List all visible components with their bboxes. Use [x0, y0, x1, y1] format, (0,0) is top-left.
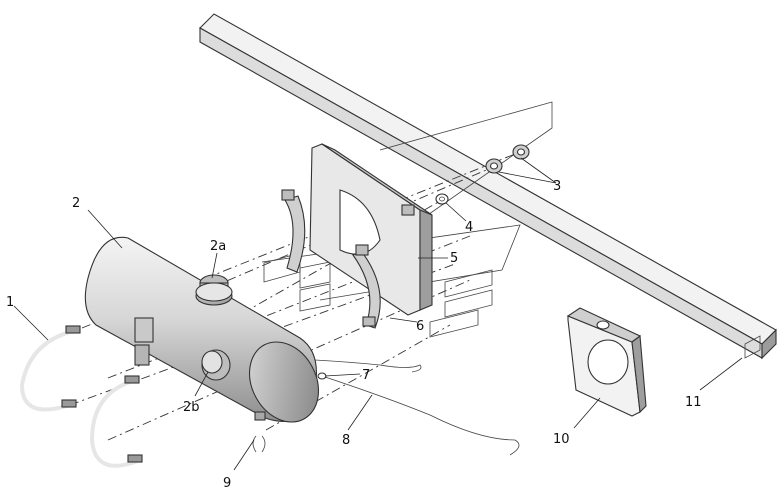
nuts-and-washer [435, 144, 530, 205]
callout-10: 10 [553, 432, 570, 447]
callout-labels: 1 2 2a 2b 3 4 5 6 7 8 9 10 11 [6, 179, 702, 491]
callout-4: 4 [465, 220, 473, 235]
callout-5: 5 [450, 251, 458, 266]
mounting-plate [566, 307, 647, 417]
frame-rail [199, 13, 777, 360]
tank-bracket [281, 143, 433, 329]
fuel-tank [84, 236, 320, 423]
callout-6: 6 [416, 319, 424, 334]
tank-straps [19, 325, 143, 468]
callout-1: 1 [6, 295, 14, 310]
callout-9: 9 [223, 476, 231, 491]
callout-2a: 2a [210, 239, 226, 254]
callout-2: 2 [72, 196, 80, 211]
leader-lines [13, 157, 743, 471]
hoses [252, 359, 520, 456]
callout-8: 8 [342, 433, 350, 448]
callout-2b: 2b [183, 400, 200, 415]
callout-3: 3 [553, 179, 561, 194]
callout-7: 7 [362, 368, 370, 383]
callout-11: 11 [685, 395, 702, 410]
